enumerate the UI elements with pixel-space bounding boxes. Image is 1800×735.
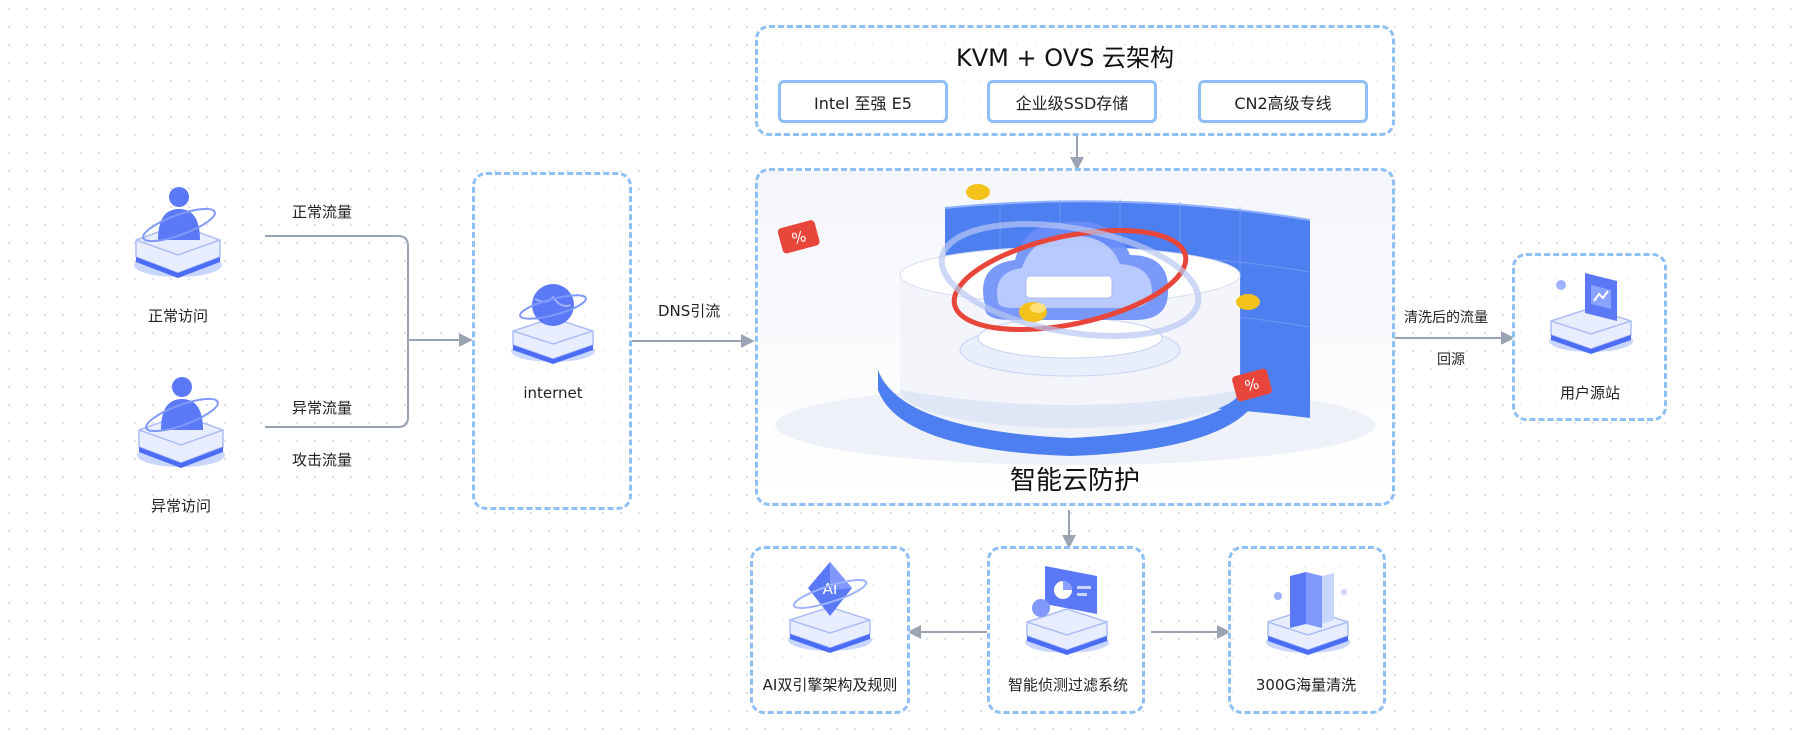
- globe-icon: [507, 275, 599, 367]
- storage-server-icon: [1260, 562, 1356, 658]
- feature-intel: Intel 至强 E5: [778, 80, 948, 123]
- svg-text:%: %: [1243, 374, 1261, 395]
- normal-traffic-label: 正常流量: [292, 203, 353, 221]
- scrubbing-label: 300G海量清洗: [1255, 676, 1357, 694]
- ai-diamond-icon: AI: [782, 560, 878, 656]
- origin-site-label: 用户源站: [1559, 384, 1621, 402]
- attack-traffic-label: 攻击流量: [292, 451, 353, 469]
- back-to-origin-label: 回源: [1437, 352, 1465, 368]
- cloud-protection-illustration: % %: [770, 180, 1380, 465]
- dns-label: DNS引流: [658, 302, 721, 320]
- internet-label: internet: [523, 384, 583, 402]
- feature-cn2: CN2高级专线: [1198, 80, 1368, 123]
- protection-label: 智能云防护: [1009, 466, 1141, 496]
- ai-engine-label: AI双引擎架构及规则: [762, 676, 898, 694]
- architecture-title: KVM + OVS 云架构: [956, 44, 1174, 72]
- abnormal-traffic-label: 异常流量: [292, 399, 353, 417]
- abnormal-traffic-line: [265, 340, 409, 428]
- normal-access-label: 正常访问: [147, 307, 209, 325]
- normal-traffic-line: [265, 235, 473, 347]
- svg-text:AI: AI: [823, 580, 838, 598]
- detection-label: 智能侦测过滤系统: [1007, 676, 1129, 694]
- server-monitor-icon: [1545, 265, 1637, 357]
- abnormal-access-label: 异常访问: [150, 497, 212, 515]
- cleaned-traffic-label: 清洗后的流量: [1404, 310, 1488, 326]
- abnormal-access-illustration: [131, 375, 231, 475]
- feature-ssd: 企业级SSD存储: [987, 80, 1157, 123]
- dashboard-icon: [1019, 562, 1115, 658]
- normal-access-illustration: [128, 185, 228, 285]
- svg-text:%: %: [790, 227, 808, 248]
